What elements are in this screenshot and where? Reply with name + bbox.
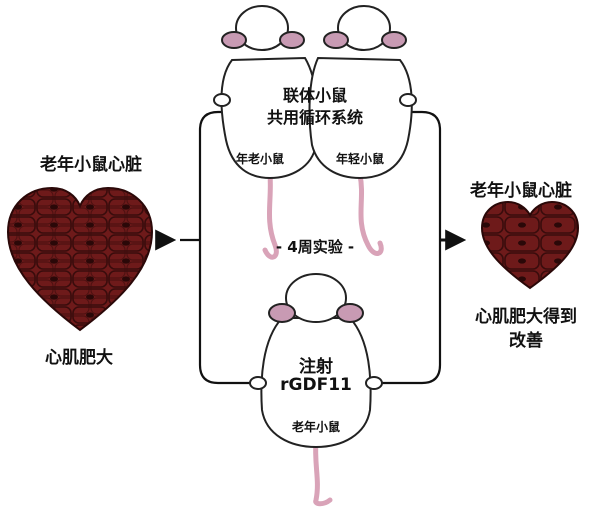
left-heart-title: 老年小鼠心脏 (40, 155, 142, 175)
injection-label-line2: rGDF11 (280, 375, 352, 395)
injected-mouse-head (285, 273, 347, 323)
old-mouse-tail (262, 172, 279, 260)
injected-mouse-tail (313, 437, 333, 507)
left-heart-caption: 心肌肥大 (45, 348, 113, 368)
parabiosis-title-line2: 共用循环系统 (266, 108, 363, 127)
young-mouse-label: 年轻小鼠 (336, 152, 385, 166)
old-mouse-label: 年老小鼠 (236, 152, 285, 166)
parabiosis-mice (213, 5, 417, 260)
right-heart-title: 老年小鼠心脏 (470, 181, 572, 201)
injected-mouse (249, 273, 383, 507)
young-mouse-head (337, 5, 391, 51)
parabiosis-title-line1: 联体小鼠 (282, 86, 347, 105)
old-heart-improved (480, 200, 580, 290)
old-heart-hypertrophic (6, 186, 154, 332)
young-mouse-tail (357, 172, 384, 256)
injection-label-line1: 注射 (299, 357, 333, 377)
right-heart-caption-line1: 心肌肥大得到 (475, 307, 577, 327)
flow-lines (180, 110, 442, 385)
old-mouse-head (235, 5, 289, 51)
experiment-duration-label: - 4周实验 - (275, 238, 355, 256)
right-heart-caption-line2: 改善 (509, 331, 543, 351)
injected-mouse-label: 老年小鼠 (291, 420, 340, 434)
